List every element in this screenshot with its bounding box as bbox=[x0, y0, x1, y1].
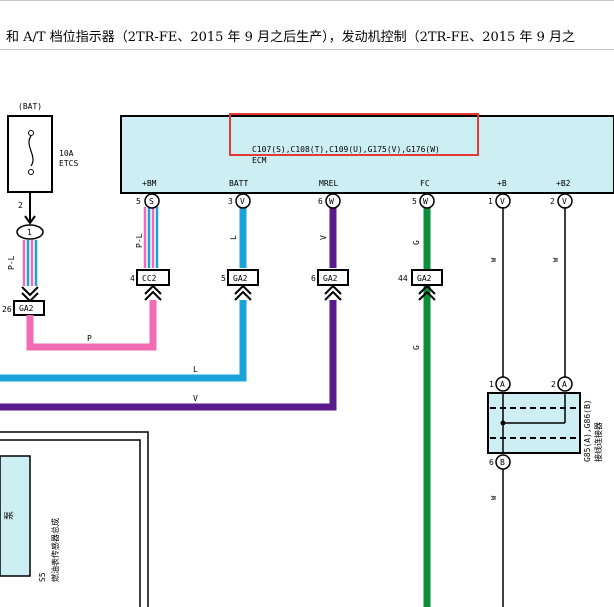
ecm-box bbox=[120, 115, 614, 194]
pin-terminal-fc: 5 W bbox=[412, 193, 435, 209]
sensor-code: S5 bbox=[38, 572, 47, 582]
wire-l-label: L bbox=[193, 365, 198, 374]
svg-text:2: 2 bbox=[550, 197, 555, 206]
sensor-outline bbox=[0, 431, 149, 607]
pin-label-bm: +BM bbox=[142, 179, 157, 188]
svg-text:CC2: CC2 bbox=[142, 274, 157, 283]
svg-text:5: 5 bbox=[136, 197, 141, 206]
wire-p bbox=[26, 300, 157, 351]
fuse-icon bbox=[28, 130, 34, 175]
header-divider bbox=[0, 49, 614, 50]
svg-text:GA2: GA2 bbox=[417, 274, 432, 283]
pin-terminal-bm: 5 S bbox=[136, 193, 160, 209]
svg-text:5: 5 bbox=[412, 197, 417, 206]
svg-text:4: 4 bbox=[130, 274, 135, 283]
wire-w-label-b2: W bbox=[552, 257, 560, 262]
page-title: 和 A/T 档位指示器（2TR-FE、2015 年 9 月之后生产），发动机控制… bbox=[6, 30, 575, 45]
pin-terminal-b: 1 V bbox=[488, 193, 511, 209]
svg-text:V: V bbox=[500, 197, 505, 206]
svg-text:A: A bbox=[562, 380, 567, 389]
pump-label: 泵 bbox=[4, 511, 15, 520]
junction-1 bbox=[16, 224, 44, 240]
fuse-arrow bbox=[24, 215, 36, 225]
svg-text:V: V bbox=[240, 197, 245, 206]
wire-w-label-b: W bbox=[490, 257, 498, 262]
wire-w-label-bottom: W bbox=[490, 495, 498, 500]
svg-text:W: W bbox=[423, 197, 428, 206]
junction-internal bbox=[490, 393, 578, 453]
svg-text:W: W bbox=[329, 197, 334, 206]
svg-text:A: A bbox=[500, 380, 505, 389]
pin-label-b2: +B2 bbox=[556, 179, 571, 188]
highlight-box bbox=[229, 113, 479, 156]
pin-label-b: +B bbox=[497, 179, 507, 188]
junction-pin-a1: 1 A bbox=[489, 376, 511, 392]
connector-cc2: 4 CC2 bbox=[130, 269, 170, 301]
connector-chevron-26 bbox=[21, 286, 39, 303]
pin-terminal-mrel: 6 W bbox=[318, 193, 341, 209]
wire-pl-bm bbox=[143, 207, 159, 268]
junction-subtitle: 接线连接器 bbox=[593, 422, 603, 462]
connector-26-pin: 26 bbox=[2, 305, 12, 314]
wire-p-label: P bbox=[87, 334, 92, 343]
pin-label-batt: BATT bbox=[229, 179, 248, 188]
svg-text:GA2: GA2 bbox=[233, 274, 248, 283]
junction-pin-a2: 2 A bbox=[551, 376, 573, 392]
wire-pl-label-ecm: P-L bbox=[135, 233, 144, 248]
wire-l-label-upper: L bbox=[229, 235, 238, 240]
wire-v bbox=[0, 300, 337, 411]
svg-text:6: 6 bbox=[311, 274, 316, 283]
svg-text:B: B bbox=[500, 458, 505, 467]
pin-terminal-batt: 3 V bbox=[228, 193, 251, 209]
connector-ga2-fc: 44 GA2 bbox=[398, 269, 443, 301]
svg-text:2: 2 bbox=[551, 380, 556, 389]
fuse-name: ETCS bbox=[59, 159, 78, 168]
power-source-label: (BAT) bbox=[18, 102, 42, 111]
sensor-name: 燃油表传感器总成 bbox=[50, 518, 60, 582]
fuse-box bbox=[7, 115, 53, 193]
svg-text:6: 6 bbox=[489, 458, 494, 467]
svg-text:3: 3 bbox=[228, 197, 233, 206]
fuse-out-pin: 2 bbox=[18, 201, 23, 210]
fuse-rating: 10A bbox=[59, 149, 74, 158]
pin-label-mrel: MREL bbox=[319, 179, 338, 188]
junction-1-label: 1 bbox=[27, 228, 32, 237]
connector-26-name: GA2 bbox=[19, 304, 34, 313]
ecm-connectors: C107(S),C108(T),C109(U),G175(V),G176(W) bbox=[252, 145, 440, 154]
top-border bbox=[0, 0, 614, 1]
pump-box bbox=[0, 455, 31, 577]
svg-text:1: 1 bbox=[489, 380, 494, 389]
svg-text:S: S bbox=[149, 197, 154, 206]
wire-pl-upper bbox=[22, 240, 38, 286]
connector-ga2-mrel: 6 GA2 bbox=[311, 269, 349, 301]
wire-v-label: V bbox=[193, 394, 198, 403]
svg-text:6: 6 bbox=[318, 197, 323, 206]
svg-text:44: 44 bbox=[398, 274, 408, 283]
ecm-name: ECM bbox=[252, 156, 267, 165]
pin-terminal-b2: 2 V bbox=[550, 193, 573, 209]
junction-title: G85(A),G86(B) bbox=[583, 399, 592, 462]
svg-text:1: 1 bbox=[488, 197, 493, 206]
wire-v-label-upper: V bbox=[319, 235, 328, 240]
wire-g-label-lower: G bbox=[412, 345, 421, 350]
connector-ga2-batt: 5 GA2 bbox=[221, 269, 259, 301]
wire-l bbox=[0, 300, 247, 382]
pin-label-fc: FC bbox=[420, 179, 430, 188]
wire-pl-label-left: P-L bbox=[7, 255, 16, 270]
junction-pin-b: 6 B bbox=[489, 454, 511, 470]
svg-text:5: 5 bbox=[221, 274, 226, 283]
svg-text:V: V bbox=[562, 197, 567, 206]
wire-g-label-upper: G bbox=[412, 240, 421, 245]
svg-text:GA2: GA2 bbox=[323, 274, 338, 283]
